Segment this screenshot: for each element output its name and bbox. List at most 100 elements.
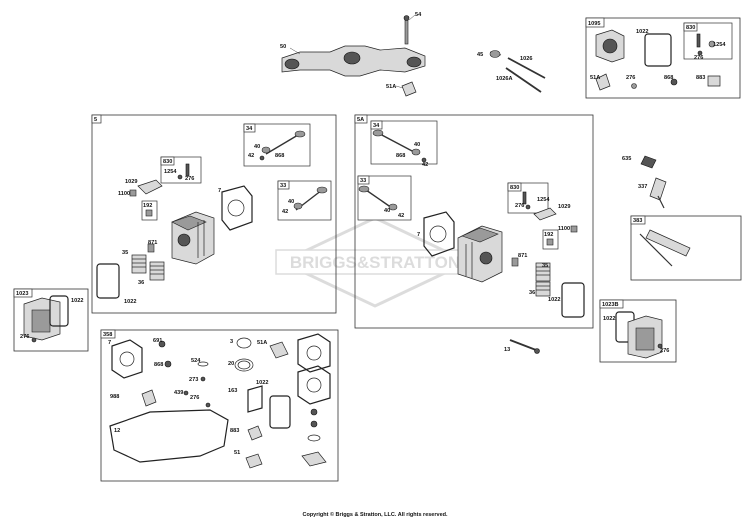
callout-7-5A: 7	[417, 232, 420, 238]
kit-box-358: 358 7 691 868 524 273 988 439 276 12 3 5…	[100, 329, 339, 482]
callout-51-358: 51	[234, 450, 240, 456]
rocker-1029-5-shape	[137, 179, 163, 195]
rocker-1029-5A-shape	[533, 207, 557, 221]
box-label-358: 358	[103, 332, 112, 338]
copyright-notice: Copyright © Briggs & Stratton, LLC. All …	[302, 512, 448, 518]
callout-883-1095: 883	[696, 75, 705, 81]
gasket-7-358-shape	[111, 339, 143, 379]
kit-box-5A: 5A 34 40 868 42 33 40 42 830 1254 276 10…	[354, 114, 594, 329]
box-label-5A: 5A	[357, 117, 364, 123]
callout-337: 337	[638, 184, 647, 190]
callout-635: 635	[622, 156, 631, 162]
pushrod-1026-shape	[507, 57, 546, 79]
callout-35-5: 35	[122, 250, 128, 256]
callout-276-1095a: 276	[694, 55, 703, 61]
callout-45: 45	[477, 52, 483, 58]
head-gasket-7-5-shape	[221, 185, 253, 231]
callout-1254-5A: 1254	[537, 197, 550, 203]
callout-1026: 1026	[520, 56, 532, 62]
callout-13: 13	[504, 347, 510, 353]
callout-1254-1095: 1254	[713, 42, 726, 48]
box-label-830-5: 830	[163, 159, 172, 165]
gasket-51A-1095-shape	[595, 73, 611, 91]
callout-273: 273	[189, 377, 198, 383]
callout-276-5: 276	[185, 176, 194, 182]
callout-1026A: 1026A	[496, 76, 512, 82]
gasket-1022-5A-shape	[561, 282, 585, 318]
callout-276-358: 276	[190, 395, 199, 401]
callout-1022-1023: 1022	[71, 298, 83, 304]
box-label-1023B: 1023B	[602, 302, 618, 308]
callout-42-5Aa: 42	[422, 162, 428, 168]
spring-36-5-shape	[149, 261, 165, 281]
watermark-logo: BRIGGS&STRATTON	[275, 216, 475, 308]
box-label-383: 383	[633, 218, 642, 224]
callout-1022-5A: 1022	[548, 297, 560, 303]
callout-988: 988	[110, 394, 119, 400]
spring-36-5A-shape	[535, 281, 551, 297]
callout-36-5: 36	[138, 280, 144, 286]
callout-871-5A: 871	[518, 253, 527, 259]
callout-40-5Aa: 40	[414, 142, 420, 148]
callout-871-5: 871	[148, 240, 157, 246]
kit-box-1095: 1095 1022 830 1254 276 51A 276 868 883	[585, 17, 741, 99]
callout-1100-5: 1100	[118, 191, 130, 197]
box-label-830-5A: 830	[510, 185, 519, 191]
callout-868-1095: 868	[664, 75, 673, 81]
bolt-13-group: 13	[504, 339, 540, 354]
callout-1254-5: 1254	[164, 169, 177, 175]
callout-40-5Ab: 40	[384, 208, 390, 214]
watermark-text: BRIGGS&STRATTON	[290, 253, 460, 272]
callout-51A-358a: 51A	[257, 340, 267, 346]
gasket-1022-5-shape	[96, 263, 120, 299]
callout-7-358: 7	[108, 340, 111, 346]
callout-35-5A: 35	[542, 263, 548, 269]
box-label-1023: 1023	[16, 291, 28, 297]
box-label-34-5: 34	[246, 126, 253, 132]
tool-383-shape	[645, 229, 691, 257]
box-label-5: 5	[94, 117, 97, 123]
box-label-1095: 1095	[588, 21, 600, 27]
callout-54: 54	[415, 12, 422, 18]
callout-20: 20	[228, 361, 234, 367]
crankcase-gasket-12-shape	[109, 409, 229, 463]
spring-35-5A-shape	[535, 262, 551, 282]
kit-box-5: 5 34 40 42 868 830 1254 276 1029 1100 19…	[91, 114, 337, 314]
callout-36-5A: 36	[529, 290, 535, 296]
box-label-34-5A: 34	[373, 123, 380, 129]
callout-40-5a: 40	[254, 144, 260, 150]
callout-51A-1095: 51A	[590, 75, 600, 81]
callout-42-5Ab: 42	[398, 213, 404, 219]
spark-plug-and-tool-group: 635 337 383	[622, 155, 742, 281]
callout-1100-5A: 1100	[558, 226, 570, 232]
kit-box-1023: 1023 1022 276	[13, 288, 89, 352]
callout-7-5: 7	[218, 188, 221, 194]
callout-1029-5: 1029	[125, 179, 137, 185]
kit-box-1023B: 1023B 1022 276	[599, 299, 677, 363]
box-label-33-5: 33	[280, 183, 286, 189]
intake-manifold-group: 54 50 51A	[280, 12, 426, 97]
callout-524: 524	[191, 358, 201, 364]
callout-868-358: 868	[154, 362, 163, 368]
box-label-33-5A: 33	[360, 178, 366, 184]
callout-51A: 51A	[386, 84, 396, 90]
callout-276-1095b: 276	[626, 75, 635, 81]
callout-276-1023B: 276	[660, 348, 669, 354]
bolt-54-shape	[404, 17, 409, 45]
box-label-830-1095: 830	[686, 25, 695, 31]
pushrod-1026A-shape	[505, 67, 542, 93]
callout-3: 3	[230, 339, 233, 345]
head-gasket-7-5A-shape	[423, 211, 455, 257]
callout-12: 12	[114, 428, 120, 434]
callout-163: 163	[228, 388, 237, 394]
callout-50: 50	[280, 44, 286, 50]
box-label-192-5A: 192	[544, 232, 553, 238]
callout-691: 691	[153, 338, 162, 344]
spring-35-5-shape	[131, 254, 147, 274]
callout-439: 439	[174, 390, 183, 396]
part-45-shape	[489, 50, 501, 58]
gasket-51A-shape	[401, 81, 417, 97]
callout-40-5b: 40	[288, 199, 294, 205]
callout-276-1023: 276	[20, 334, 29, 340]
